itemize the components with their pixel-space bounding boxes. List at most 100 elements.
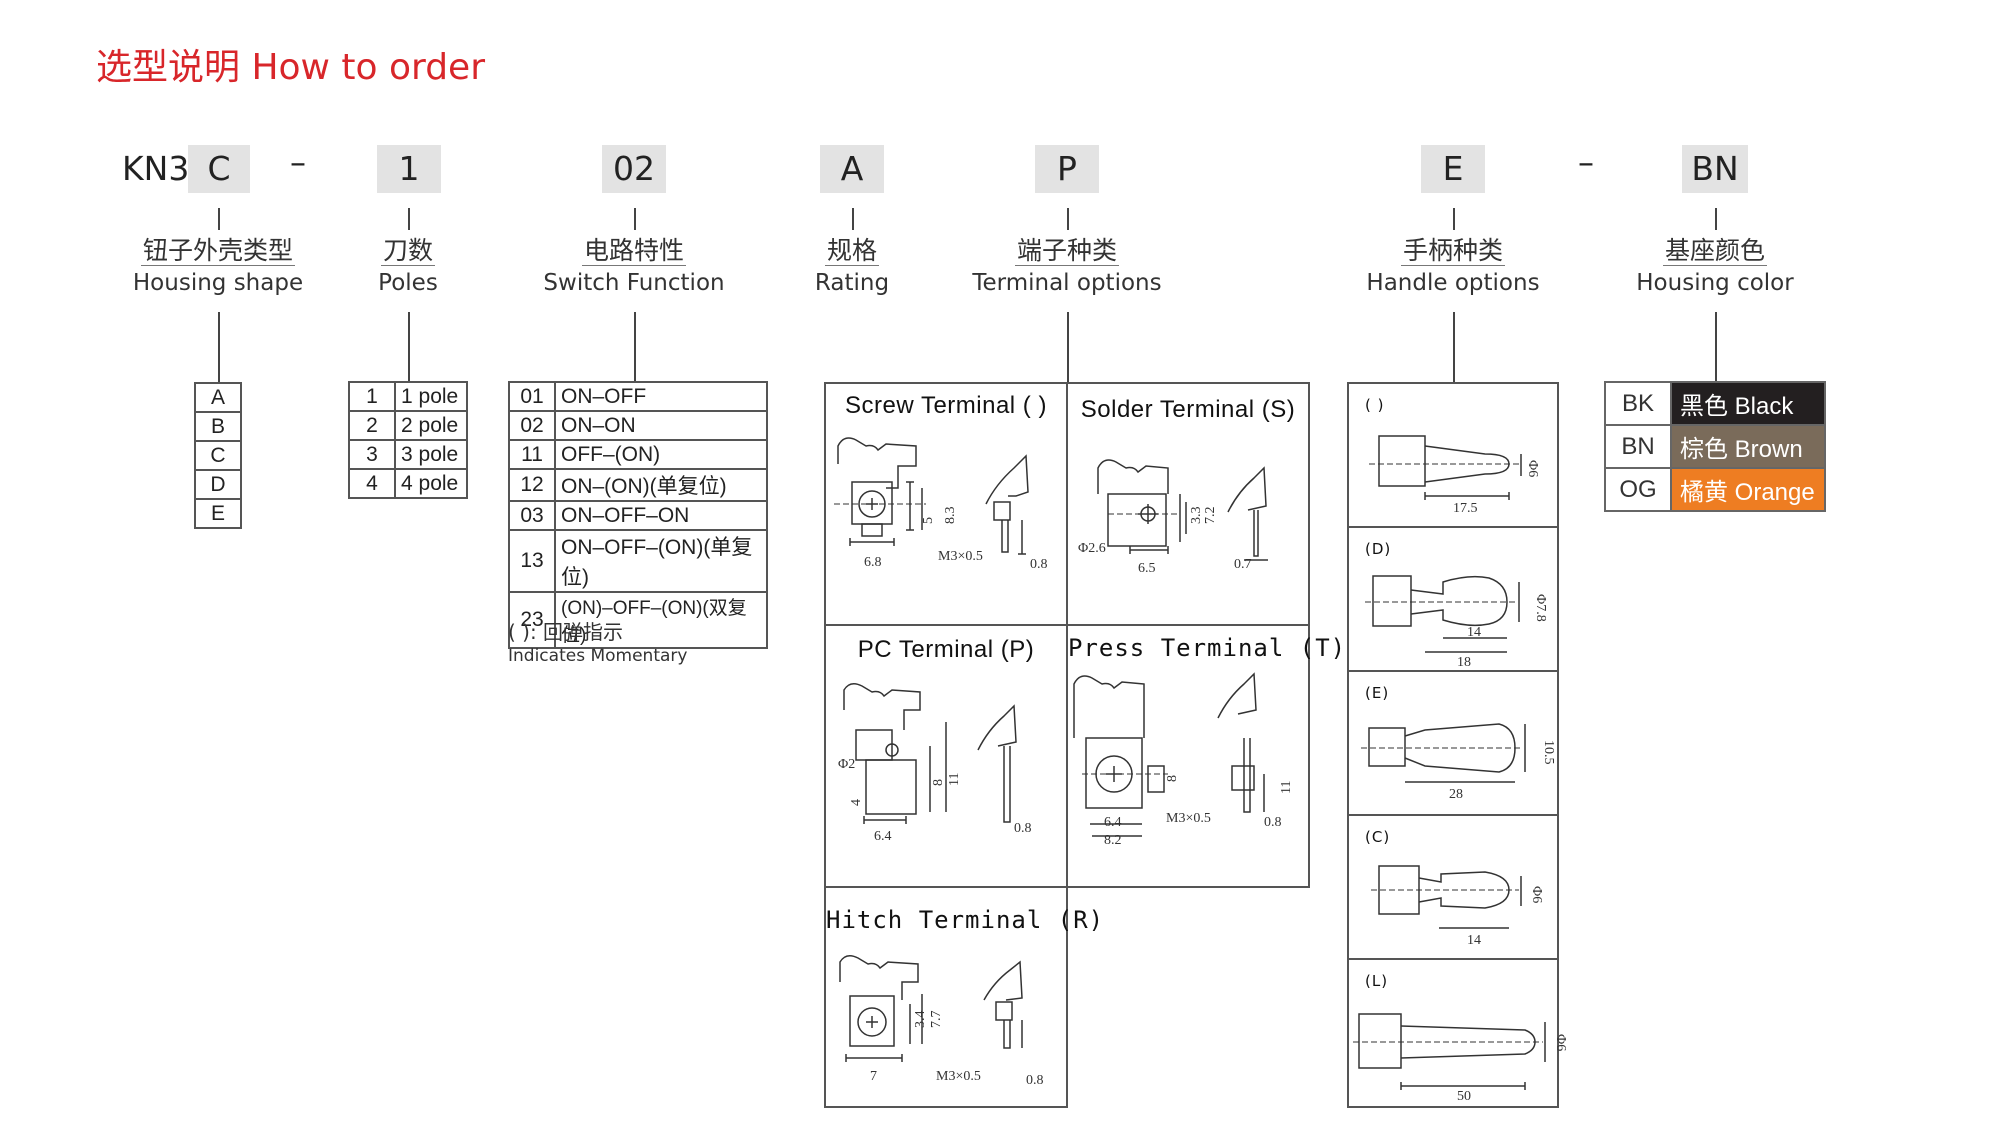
momentary-note-cn: ( ): 回弹指示 — [508, 620, 624, 644]
label-housing-en: Housing shape — [132, 270, 304, 296]
table-row: 23(ON)–OFF–(ON)(双复位) — [508, 591, 768, 649]
dim-label: 17.5 — [1453, 501, 1478, 516]
dim-label: 11 — [1279, 781, 1294, 794]
label-function-cn: 电路特性 — [581, 236, 686, 266]
handle-code: (C) — [1365, 828, 1391, 846]
dim-label: 0.7 — [1234, 557, 1252, 572]
press-terminal-title: Press Terminal (T) — [1068, 634, 1347, 662]
solder-terminal-drawing: Φ2.6 6.5 3.3 7.2 0.7 — [1078, 459, 1268, 576]
label-color-en: Housing color — [1636, 270, 1794, 296]
pole-label: 2 pole — [394, 410, 468, 441]
table-row: BN 棕色 Brown — [1604, 424, 1826, 469]
dim-label: Φ6 — [1553, 1034, 1568, 1051]
code-poles: 1 — [377, 145, 441, 193]
dim-label: Φ7.8 — [1533, 594, 1548, 622]
function-code: 02 — [508, 410, 556, 441]
connector-line — [1453, 312, 1455, 384]
label-housing-cn: 钮子外壳类型 — [140, 236, 295, 266]
dim-label: 28 — [1449, 787, 1463, 802]
label-handle-en: Handle options — [1366, 270, 1540, 296]
connector-line — [1067, 208, 1069, 230]
function-code: 01 — [508, 381, 556, 412]
dim-label: 14 — [1467, 933, 1481, 948]
function-code: 12 — [508, 468, 556, 502]
handle-drawing: 14 Φ6 — [1371, 865, 1544, 948]
connector-line — [1453, 208, 1455, 230]
dim-label: 3.4 — [913, 1011, 928, 1029]
function-code: 11 — [508, 439, 556, 470]
function-code: 23 — [508, 591, 556, 649]
pc-terminal-panel: PC Terminal (P) Φ2 6.4 4 8 11 0.8 — [824, 624, 1068, 888]
color-swatch-black: 黑色 Black — [1670, 381, 1826, 426]
handle-option-panel: (E) 28 10.5 — [1347, 670, 1559, 816]
handle-drawing: 17.5 Φ6 — [1369, 435, 1540, 516]
handle-option-panel: (C) 14 Φ6 — [1347, 814, 1559, 960]
dim-label: 7.2 — [1203, 507, 1218, 525]
dim-label: Φ6 — [1529, 886, 1544, 903]
dim-label: M3×0.5 — [938, 549, 983, 564]
pc-terminal-title: PC Terminal (P) — [857, 636, 1035, 663]
housing-option: B — [194, 411, 242, 442]
handle-drawing: 28 10.5 — [1361, 723, 1556, 802]
label-rating-en: Rating — [814, 270, 890, 296]
hitch-terminal-drawing: 7 M3×0.5 3.4 7.7 0.8 — [839, 955, 1044, 1088]
table-row: OG 橘黄 Orange — [1604, 467, 1826, 512]
label-terminal: 端子种类 Terminal options — [957, 236, 1177, 300]
hitch-terminal-panel: Hitch Terminal (R) 7 M3×0.5 3.4 7.7 0.8 — [824, 886, 1103, 1108]
connector-line — [1715, 312, 1717, 382]
label-color-cn: 基座颜色 — [1662, 236, 1767, 266]
dim-label: 5 — [921, 517, 936, 524]
pole-code: 3 — [348, 439, 396, 470]
connector-line — [634, 312, 636, 382]
color-code: BN — [1604, 424, 1672, 469]
page-title: 选型说明 How to order — [96, 47, 486, 88]
dim-label: 6.5 — [1138, 561, 1156, 576]
dim-label: 7 — [870, 1069, 877, 1084]
code-dash-1: – — [290, 143, 306, 181]
connector-line — [408, 312, 410, 382]
function-label: ON–ON — [554, 410, 768, 441]
dim-label: Φ2 — [838, 757, 855, 772]
handle-code: (D) — [1365, 540, 1392, 558]
pole-label: 4 pole — [394, 468, 468, 499]
solder-terminal-title: Solder Terminal (S) — [1080, 396, 1296, 423]
dim-label: 14 — [1467, 625, 1481, 640]
label-terminal-en: Terminal options — [972, 270, 1162, 296]
handle-option-panel: ( ) 17.5 Φ6 — [1347, 382, 1559, 528]
function-label: OFF–(ON) — [554, 439, 768, 470]
code-dash-2: – — [1578, 143, 1594, 181]
label-housing: 钮子外壳类型 Housing shape — [118, 236, 318, 300]
dim-label: 10.5 — [1541, 740, 1556, 765]
press-terminal-drawing: 6.4 8.2 M3×0.5 8 11 0.8 — [1073, 672, 1294, 848]
connector-line — [1715, 208, 1717, 230]
function-code: 13 — [508, 529, 556, 593]
label-poles-en: Poles — [378, 270, 438, 296]
label-color: 基座颜色 Housing color — [1605, 236, 1825, 300]
connector-line — [634, 208, 636, 230]
dim-label: Φ6 — [1525, 460, 1540, 477]
dim-label: 8.3 — [943, 507, 958, 525]
screw-terminal-panel: Screw Terminal ( ) 6.8 M3×0.5 5 8.3 0.8 — [824, 382, 1068, 626]
screw-terminal-title: Screw Terminal ( ) — [845, 392, 1047, 419]
pole-code: 1 — [348, 381, 396, 412]
solder-terminal-panel: Solder Terminal (S) Φ2.6 6.5 3.3 7.2 0.7 — [1066, 382, 1310, 626]
dim-label: 0.8 — [1264, 815, 1282, 830]
handle-drawing: 50 Φ6 — [1353, 1013, 1568, 1104]
dim-label: 7.7 — [929, 1011, 944, 1029]
handle-option-panel: (L) 50 Φ6 — [1347, 958, 1568, 1108]
label-terminal-cn: 端子种类 — [1014, 236, 1119, 266]
handle-drawing: 14 18 Φ7.8 — [1365, 575, 1548, 670]
connector-line — [408, 208, 410, 230]
dim-label: 6.4 — [874, 829, 892, 844]
housing-options-table: A B C D E — [194, 382, 242, 529]
label-poles: 刀数 Poles — [348, 236, 468, 300]
function-label: ON–OFF–ON — [554, 500, 768, 531]
handle-code: (E) — [1365, 684, 1390, 702]
